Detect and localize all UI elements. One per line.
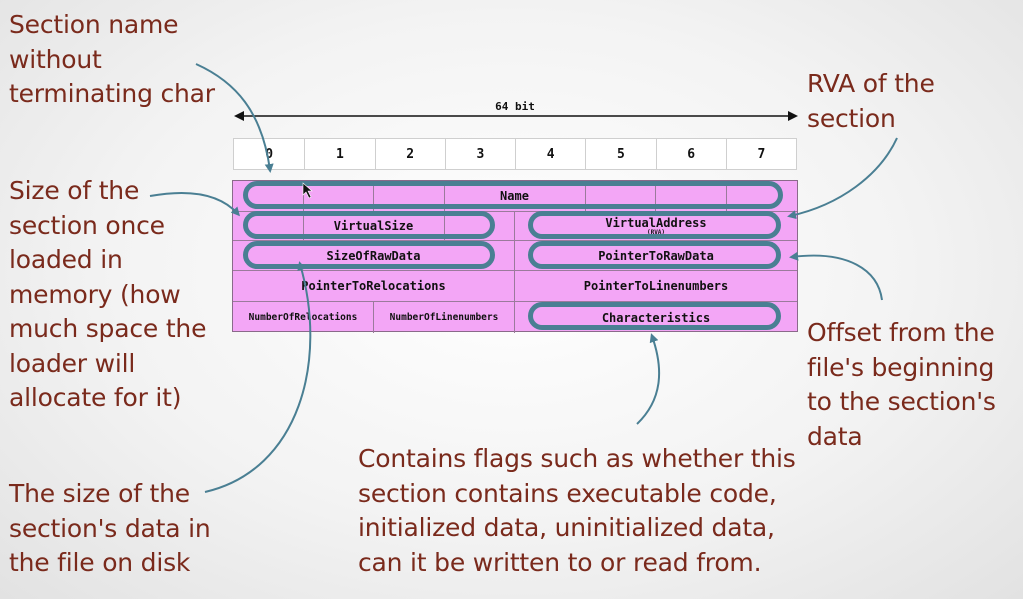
name-cell — [303, 181, 374, 212]
arrow-offset — [789, 251, 883, 301]
annotation-size-loaded: Size of the section once loaded in memor… — [9, 176, 207, 412]
byte-index: 7 — [725, 139, 796, 169]
field-name: Name — [444, 181, 586, 212]
byte-index: 0 — [265, 146, 274, 162]
rva-sublabel: (RVA) — [646, 228, 666, 236]
name-cell — [585, 181, 656, 212]
name-cell — [233, 181, 304, 212]
annotation-section-name: Section name without terminating char — [9, 10, 215, 108]
arrow-rva — [787, 137, 898, 220]
section-header-table: Name VirtualSize VirtualAddress (RVA) Si… — [232, 180, 798, 333]
byte-index: 2 — [374, 139, 445, 169]
byte-index: 6 — [655, 139, 726, 169]
width-label: 64 bit — [495, 100, 535, 113]
annotation-size-on-disk: The size of the section's data in the fi… — [9, 479, 211, 577]
annotation-rva: RVA of the section — [807, 69, 935, 133]
field-characteristics: Characteristics — [601, 310, 711, 325]
name-cell — [726, 181, 797, 212]
byte-index: 1 — [304, 139, 374, 169]
name-cell — [656, 181, 727, 212]
vsize-cell — [444, 212, 515, 241]
field-number-of-relocations: NumberOfRelocations — [233, 302, 374, 333]
annotation-characteristics: Contains flags such as whether this sect… — [358, 444, 796, 577]
annotation-offset: Offset from the file's beginning to the … — [807, 318, 996, 451]
field-number-of-linenumbers: NumberOfLinenumbers — [374, 302, 515, 333]
field-pointer-to-relocations: PointerToRelocations — [233, 271, 515, 302]
field-pointer-to-linenumbers: PointerToLinenumbers — [515, 271, 797, 302]
arrow-characteristics — [636, 333, 661, 425]
field-virtual-size: VirtualSize — [303, 212, 445, 241]
field-virtual-address: VirtualAddress (RVA) — [515, 212, 797, 241]
byte-index: 3 — [444, 139, 515, 169]
field-size-of-raw-data: SizeOfRawData — [233, 241, 515, 271]
byte-index: 4 — [515, 139, 585, 169]
vsize-cell — [233, 212, 304, 241]
field-pointer-to-raw-data: PointerToRawData — [515, 241, 797, 271]
name-cell — [374, 181, 445, 212]
byte-index-row: 0 1 2 3 4 5 6 7 — [233, 138, 797, 170]
byte-index: 5 — [585, 139, 655, 169]
